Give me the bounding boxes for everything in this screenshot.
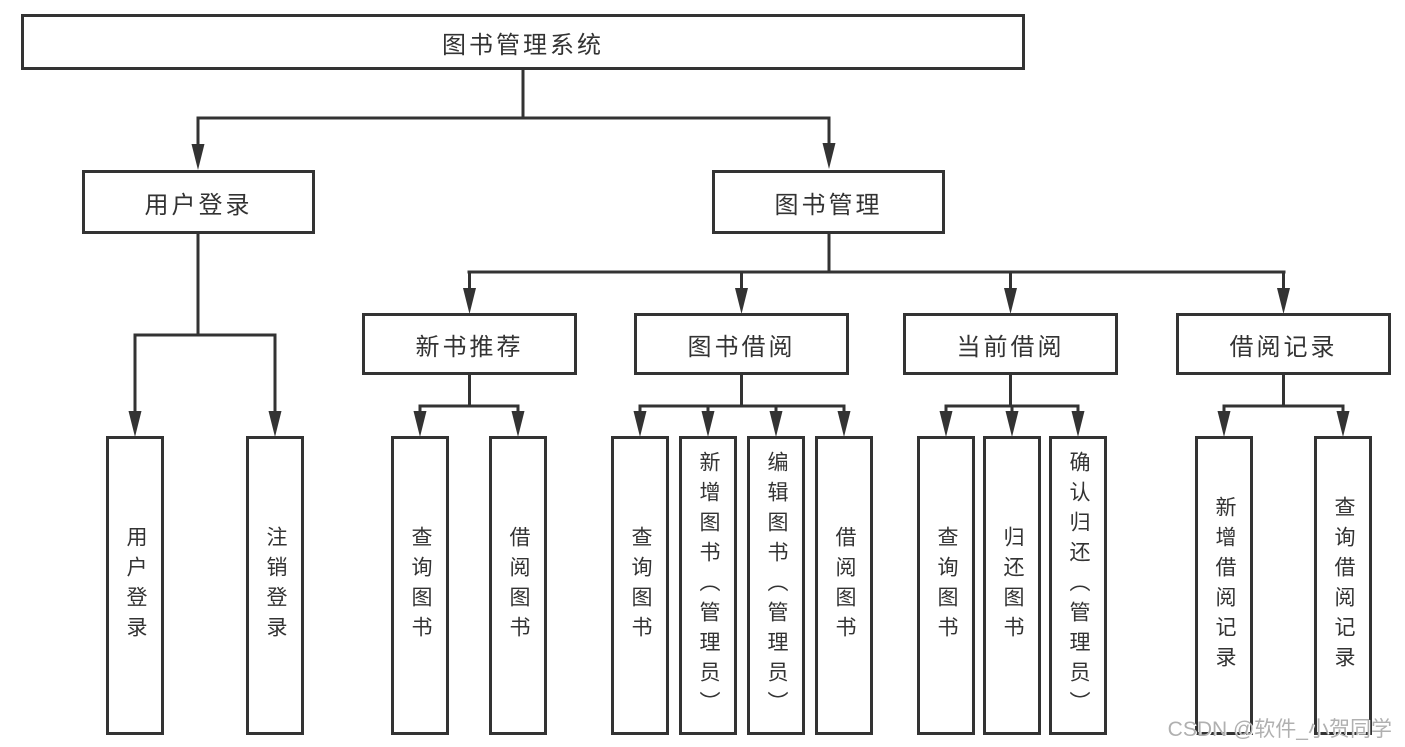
connector-login-to-leaves [128,232,282,437]
node-library-system: 图书管理系统 [21,14,1025,70]
node-leaf-logout: 注销登录 [246,436,304,735]
node-leaf-query-books-1: 查询图书 [391,436,449,735]
node-leaf-confirm-return-admin: 确认归还（管理员） [1049,436,1107,735]
node-leaf-query-books-2: 查询图书 [611,436,669,735]
connector-mgmt-to-level3 [463,231,1290,314]
node-leaf-query-books-3: 查询图书 [917,436,975,735]
node-user-login: 用户登录 [82,170,315,234]
connector-newbook-to-leaves [413,373,525,437]
connector-root-to-level2 [191,68,836,170]
node-new-book-recommend: 新书推荐 [362,313,577,375]
node-leaf-edit-book-admin: 编辑图书（管理员） [747,436,805,735]
node-leaf-query-borrow-record: 查询借阅记录 [1314,436,1372,735]
node-current-borrowing: 当前借阅 [903,313,1118,375]
connector-record-to-leaves [1217,373,1350,437]
connector-current-to-leaves [939,373,1085,437]
csdn-watermark: CSDN @软件_小贺同学 [1167,718,1392,741]
node-leaf-add-book-admin: 新增图书（管理员） [679,436,737,735]
node-borrow-records: 借阅记录 [1176,313,1391,375]
node-book-borrowing: 图书借阅 [634,313,849,375]
node-leaf-borrow-books-2: 借阅图书 [815,436,873,735]
node-leaf-borrow-books-1: 借阅图书 [489,436,547,735]
node-leaf-add-borrow-record: 新增借阅记录 [1195,436,1253,735]
node-leaf-user-login: 用户登录 [106,436,164,735]
node-leaf-return-book: 归还图书 [983,436,1041,735]
connector-borrow-to-leaves [633,373,851,437]
node-book-management: 图书管理 [712,170,945,234]
